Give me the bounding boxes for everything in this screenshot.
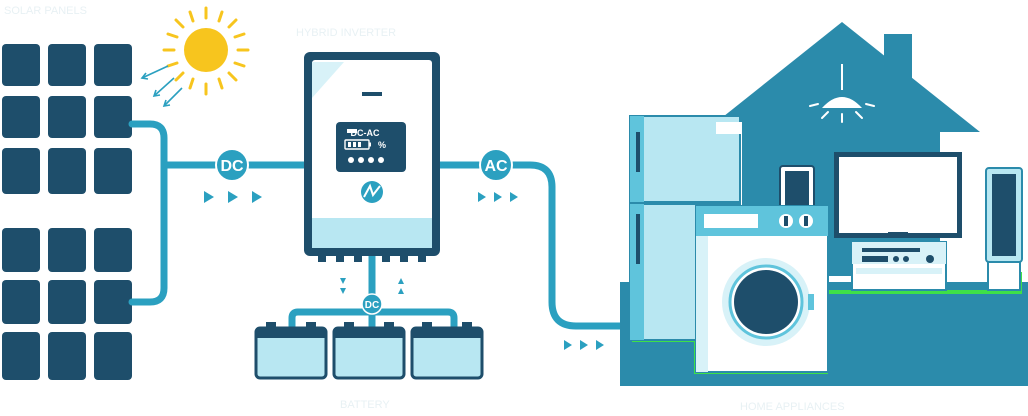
battery-3 <box>410 322 484 380</box>
dc-label-left: DC <box>215 148 249 182</box>
battery-1 <box>254 322 328 380</box>
battery-caption: BATTERY <box>340 399 390 411</box>
panels-caption: SOLAR PANELS <box>4 5 87 17</box>
flow-arrows <box>204 191 604 350</box>
svg-text:AC: AC <box>484 158 508 175</box>
speaker-small <box>779 165 815 211</box>
dc-label-bottom: DC <box>361 293 383 315</box>
battery-icon <box>344 139 371 150</box>
battery-percent-text: % <box>378 140 386 150</box>
solar-panel-array <box>2 44 132 380</box>
svg-text:DC: DC <box>365 300 379 311</box>
inverter-caption: HYBRID INVERTER <box>296 27 396 39</box>
battery-bank <box>254 322 484 380</box>
sunlight-rays <box>140 65 183 108</box>
television <box>834 152 962 238</box>
washing-machine <box>695 205 829 373</box>
battery-2 <box>332 322 406 380</box>
sun-icon <box>162 6 250 96</box>
tower-speaker <box>985 167 1023 291</box>
inverter-mode-text: DC-AC <box>351 128 380 138</box>
appliances-caption: HOME APPLIANCES <box>740 401 845 413</box>
lightning-icon <box>361 181 383 203</box>
ceiling-lamp-icon <box>809 64 875 123</box>
hybrid-inverter: DC-AC % <box>304 52 440 262</box>
ac-label: AC <box>479 148 513 182</box>
svg-text:DC: DC <box>220 158 244 175</box>
inverter-buttons <box>348 157 384 163</box>
stereo-receiver <box>851 241 947 291</box>
